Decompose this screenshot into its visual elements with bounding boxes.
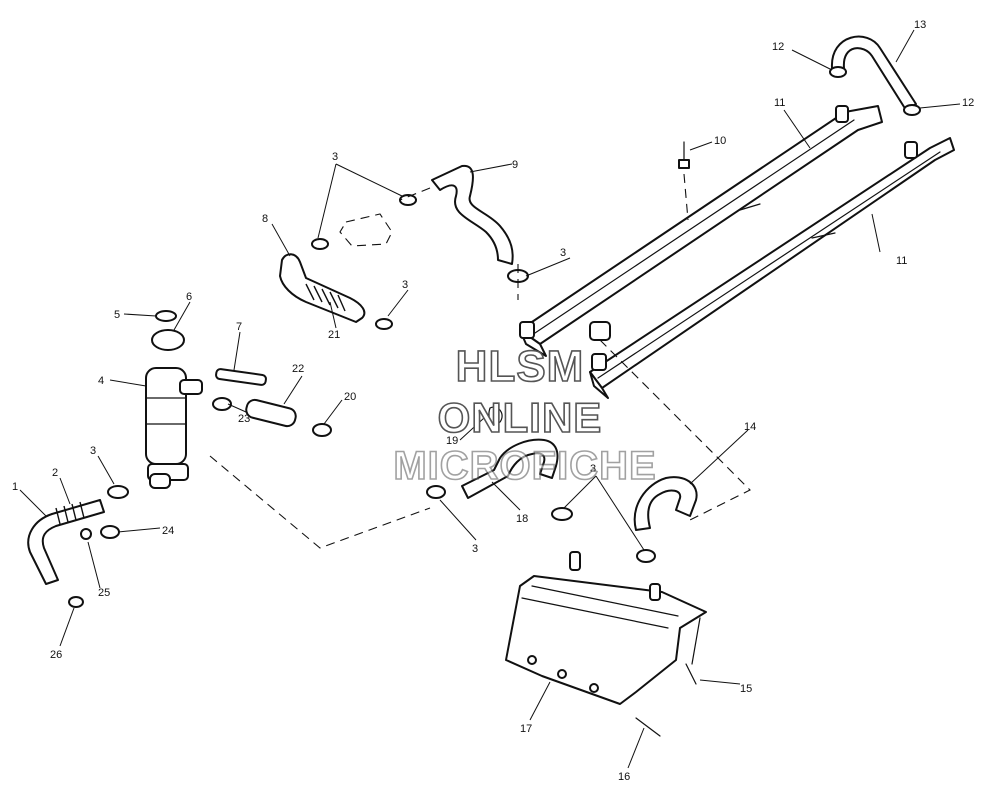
callout-17: 17 — [520, 723, 532, 735]
callout-23: 23 — [238, 413, 250, 425]
callout-21: 21 — [328, 329, 340, 341]
plug-lower — [903, 104, 921, 116]
rear-heat-exchanger — [505, 551, 707, 737]
callout-12-a: 12 — [772, 41, 784, 53]
hose-bellows — [279, 253, 366, 323]
callout-3-f: 3 — [590, 463, 596, 475]
callout-10: 10 — [714, 135, 726, 147]
watermark-line-2: ONLINE — [437, 393, 603, 442]
callout-8: 8 — [262, 213, 268, 225]
clamp-24 — [100, 525, 120, 539]
callout-labels: 1 2 3 3 3 3 3 3 4 5 6 7 8 9 10 11 11 12 … — [12, 19, 974, 783]
heat-exchanger-lower — [589, 137, 955, 399]
callout-12-b: 12 — [962, 97, 974, 109]
callout-1: 1 — [12, 481, 18, 493]
callout-2: 2 — [52, 467, 58, 479]
watermark-line-3: MICROFICHE — [393, 443, 657, 489]
callout-26: 26 — [50, 649, 62, 661]
callout-24: 24 — [162, 525, 174, 537]
callout-25: 25 — [98, 587, 110, 599]
bolt — [678, 141, 690, 221]
callout-4: 4 — [98, 375, 104, 387]
reservoir-cap — [151, 329, 185, 351]
clamp-14 — [636, 549, 656, 563]
hose-18 — [461, 438, 559, 499]
reference-lines — [209, 187, 751, 549]
callout-3-a: 3 — [90, 445, 96, 457]
clamp-inlet — [107, 485, 129, 499]
clamp-20 — [312, 423, 332, 437]
callout-6: 6 — [186, 291, 192, 303]
callout-3-c: 3 — [402, 279, 408, 291]
callout-20: 20 — [344, 391, 356, 403]
nut-25 — [80, 528, 92, 540]
o-ring — [155, 310, 177, 322]
coolant-reservoir — [145, 367, 203, 489]
crossover-hose — [830, 35, 917, 111]
hose-upper — [431, 164, 514, 265]
clamp-17 — [551, 507, 573, 521]
inlet-hose — [27, 499, 105, 585]
callout-9: 9 — [512, 159, 518, 171]
callout-15: 15 — [740, 683, 752, 695]
clamp-23 — [212, 397, 232, 411]
callout-5: 5 — [114, 309, 120, 321]
callout-14: 14 — [744, 421, 756, 433]
thermostat-housing — [311, 194, 417, 250]
clamp-bellows — [375, 318, 393, 330]
heat-exchanger-upper — [519, 105, 883, 357]
callout-7: 7 — [236, 321, 242, 333]
clamp-19 — [488, 406, 503, 425]
bellows-ribs — [305, 283, 346, 312]
watermark-line-1: HLSM — [455, 341, 585, 392]
leader-lines — [19, 29, 961, 769]
callout-11-a: 11 — [774, 97, 785, 109]
hose-14 — [633, 476, 698, 531]
callout-22: 22 — [292, 363, 304, 375]
tube-7 — [215, 368, 267, 386]
hose-22 — [245, 398, 297, 428]
inlet-bellows-ribs — [55, 501, 85, 525]
plug-upper — [829, 66, 847, 78]
callout-19: 19 — [446, 435, 458, 447]
callout-16: 16 — [618, 771, 630, 783]
callout-3-e: 3 — [472, 543, 478, 555]
callout-13: 13 — [914, 19, 926, 31]
clamp-18 — [426, 485, 446, 499]
callout-3-b: 3 — [332, 151, 338, 163]
callout-11-b: 11 — [896, 255, 907, 267]
callout-3-d: 3 — [560, 247, 566, 259]
heat-exchanger-connector — [589, 321, 611, 341]
callout-18: 18 — [516, 513, 528, 525]
clamp-26 — [68, 596, 84, 608]
